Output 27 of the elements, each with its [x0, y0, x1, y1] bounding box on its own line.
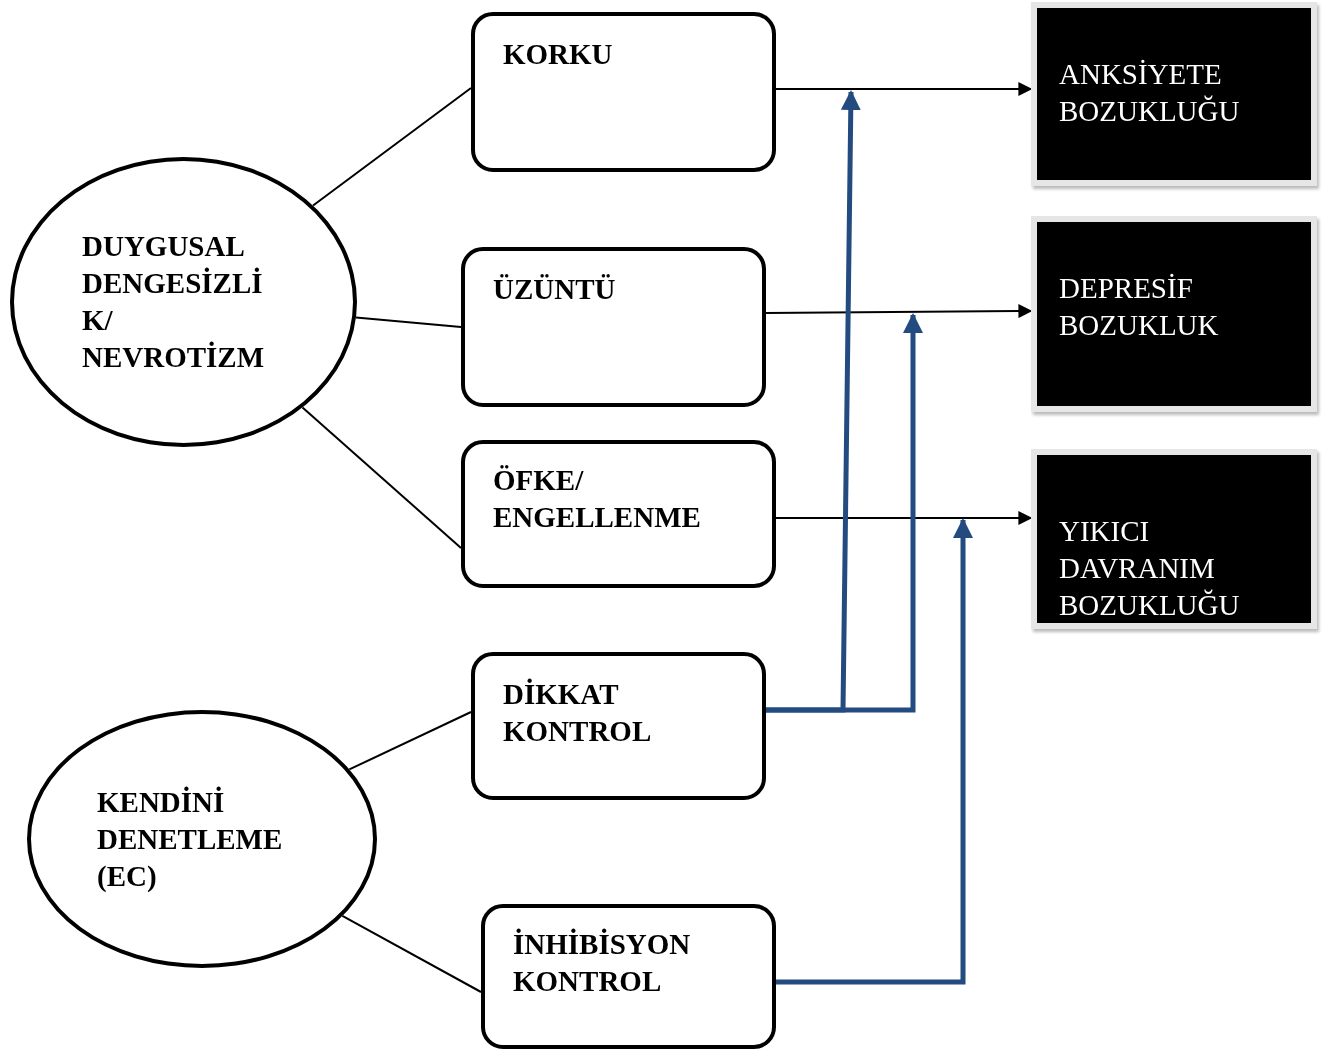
connector-line	[341, 915, 482, 993]
process-box	[461, 247, 766, 407]
node-label: ÖFKE/ ENGELLENME	[493, 463, 702, 535]
thick-arrow	[776, 518, 973, 985]
node-label: KENDİNİ DENETLEME (EC)	[97, 784, 284, 894]
process-box	[461, 440, 776, 588]
node-label: İNHİBİSYON KONTROL	[513, 927, 692, 999]
outcome-box	[1031, 449, 1317, 629]
connector-line	[348, 711, 472, 771]
thick-arrow	[766, 313, 923, 713]
node-label: YIKICI DAVRANIM BOZUKLUĞU	[1059, 514, 1241, 623]
arrow	[775, 82, 1033, 96]
node-label: DUYGUSAL DENGESİZLİ K/ NEVROTİZM	[82, 229, 266, 375]
arrow	[765, 304, 1033, 319]
node-label: DİKKAT KONTROL	[503, 677, 653, 749]
node-label: ANKSİYETE BOZUKLUĞU	[1059, 57, 1241, 129]
process-box	[481, 904, 776, 1049]
node-label: ÜZÜNTÜ	[493, 272, 617, 307]
outcome-box	[1031, 2, 1317, 186]
node-label: DEPRESİF BOZUKLUK	[1059, 271, 1220, 343]
node-label: KORKU	[503, 37, 614, 72]
connector-line	[355, 316, 462, 328]
process-box	[471, 12, 776, 172]
connector-line	[301, 406, 462, 549]
arrow	[775, 511, 1033, 525]
process-box	[471, 652, 766, 800]
outcome-box	[1031, 216, 1317, 412]
